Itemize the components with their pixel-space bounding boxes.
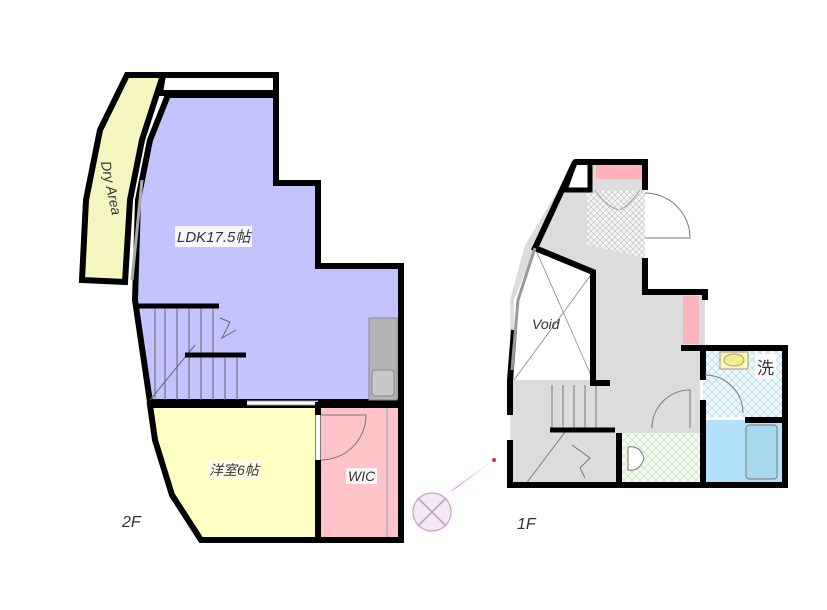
ldk-room xyxy=(131,92,404,405)
wic-label: WIC xyxy=(346,468,378,484)
stairs-1f xyxy=(524,385,597,486)
washroom-label: 洗 xyxy=(755,354,776,379)
void-label: Void xyxy=(532,316,560,332)
dry-area xyxy=(78,72,168,286)
hall-1f xyxy=(510,162,705,485)
second-floor-plan xyxy=(78,72,404,543)
shoe-cabinet xyxy=(596,165,644,179)
void-area xyxy=(514,248,593,380)
ldk-label: LDK17.5帖 xyxy=(175,226,253,247)
bedroom-label: 洋室6帖 xyxy=(207,460,261,480)
north-arrow-icon xyxy=(412,458,496,532)
floor-label-1f: 1F xyxy=(517,516,536,533)
first-floor-plan xyxy=(507,159,788,488)
floor-label-2f: 2F xyxy=(122,514,141,531)
